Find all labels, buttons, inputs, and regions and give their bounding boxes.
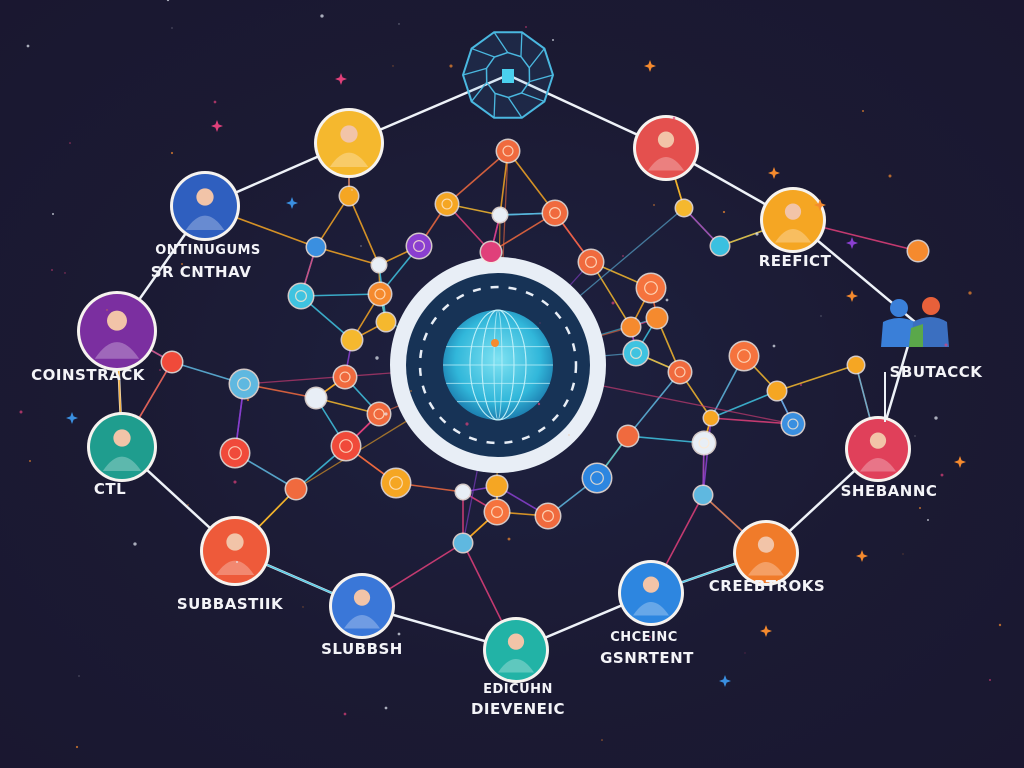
sparkle-icon [211, 120, 223, 132]
network-node [674, 198, 694, 218]
person-avatar-icon [633, 115, 699, 181]
person-avatar-icon [760, 187, 826, 253]
person-nodes [77, 108, 911, 683]
dodecahedron-icon [461, 31, 555, 119]
person-avatar-icon [329, 573, 395, 639]
sparkle-icon [954, 456, 966, 468]
sparkle-icon [846, 237, 858, 249]
network-node [304, 386, 328, 410]
node-label: ONTINUGUMS [155, 243, 261, 258]
sparkle-icon [768, 167, 780, 179]
people-pair-icon [881, 297, 949, 422]
network-node [375, 311, 397, 333]
person-avatar-icon [170, 171, 240, 241]
node-label: GSNRTENT [600, 649, 694, 667]
person-avatar-icon [845, 416, 911, 482]
network-node [434, 191, 460, 217]
network-node [483, 498, 511, 526]
globe-icon [443, 309, 553, 421]
network-node [332, 364, 358, 390]
node-label: CREEBTROKS [708, 577, 826, 595]
node-label: COINSTRACK [31, 366, 145, 384]
network-node [338, 185, 360, 207]
network-node [228, 368, 260, 400]
network-node [645, 306, 669, 330]
network-node [454, 483, 472, 501]
sparkle-icon [719, 675, 731, 687]
network-node [577, 248, 605, 276]
network-node [667, 359, 693, 385]
network-node [367, 281, 393, 307]
network-node [581, 462, 613, 494]
sparkle-icon [814, 199, 826, 211]
network-node [780, 411, 806, 437]
node-label: DIEVENEIC [470, 700, 566, 718]
node-label: CHCEINC [610, 630, 678, 645]
network-node [702, 409, 720, 427]
network-node [906, 239, 930, 263]
person-avatar-icon [483, 617, 549, 683]
network-node [620, 316, 642, 338]
network-node [305, 236, 327, 258]
network-node [380, 467, 412, 499]
node-label: CTL [93, 480, 127, 498]
network-node [616, 424, 640, 448]
sparkle-icon [286, 197, 298, 209]
network-node [479, 240, 503, 264]
network-node [692, 484, 714, 506]
network-node [495, 138, 521, 164]
network-node [219, 437, 251, 469]
network-node [485, 474, 509, 498]
central-hub [390, 257, 606, 473]
person-avatar-icon [200, 516, 270, 586]
network-node [405, 232, 433, 260]
person-avatar-icon [314, 108, 384, 178]
sparkle-decorations [19, 0, 1002, 749]
sparkle-icon [644, 60, 656, 72]
node-label: SHEBANNC [840, 482, 938, 500]
network-node [370, 256, 388, 274]
sparkle-icon [335, 73, 347, 85]
sparkle-icon [846, 290, 858, 302]
sparkle-icon [760, 625, 772, 637]
network-node [452, 532, 474, 554]
node-label: SUBBASTIIK [176, 595, 284, 613]
sparkle-icon [856, 550, 868, 562]
network-nodes [160, 138, 930, 554]
network-node [491, 206, 509, 224]
person-avatar-icon [87, 412, 157, 482]
network-node [534, 502, 562, 530]
network-node [284, 477, 308, 501]
network-node [846, 355, 866, 375]
network-node [766, 380, 788, 402]
node-label: EDICUHN [483, 682, 553, 697]
network-node [541, 199, 569, 227]
network-node [691, 430, 717, 456]
node-label: SLUBBSH [321, 640, 403, 658]
network-node [340, 328, 364, 352]
network-node [160, 350, 184, 374]
network-node [709, 235, 731, 257]
node-label: SR CNTHAV [150, 263, 252, 281]
network-node [622, 339, 650, 367]
person-avatar-icon [618, 560, 684, 626]
person-avatar-icon [733, 520, 799, 586]
network-node [366, 401, 392, 427]
node-label: SBUTACCK [889, 363, 983, 381]
network-node [287, 282, 315, 310]
network-node [728, 340, 760, 372]
network-node [330, 430, 362, 462]
network-node [635, 272, 667, 304]
sparkle-icon [66, 412, 78, 424]
node-label: REEFICT [758, 252, 832, 270]
person-avatar-icon [77, 291, 157, 371]
